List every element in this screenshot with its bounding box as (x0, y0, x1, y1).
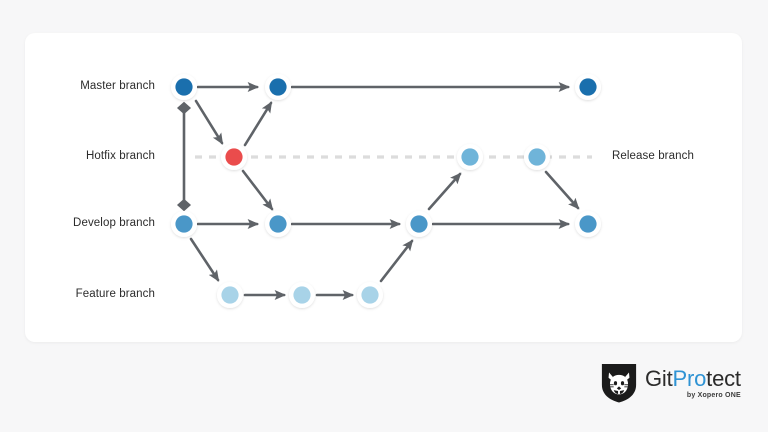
edge-d3-r1 (427, 172, 462, 211)
commit-node-release-2[interactable] (524, 144, 550, 170)
edge-f3-d3 (379, 239, 414, 283)
edge-m1-h1 (194, 99, 224, 145)
diagram-card (25, 33, 742, 342)
branch-label-hotfix: Hotfix branch (85, 150, 155, 162)
branch-label-release: Release branch (612, 150, 694, 162)
logo-tagline: by Xopero ONE (686, 391, 741, 399)
commit-node-feature-2[interactable] (289, 282, 315, 308)
commit-node-feature-1[interactable] (217, 282, 243, 308)
logo-wordmark: GitProtect (645, 365, 741, 391)
commit-node-master-3[interactable] (575, 74, 601, 100)
commit-node-master-2[interactable] (265, 74, 291, 100)
commit-node-develop-3[interactable] (406, 211, 432, 237)
logo-word-git: Git (645, 365, 673, 391)
edge-h1-d2 (241, 169, 274, 211)
node-group (171, 74, 601, 308)
commit-node-hotfix-1[interactable] (221, 144, 247, 170)
branch-label-master: Master branch (80, 80, 155, 92)
edge-group (176, 82, 580, 300)
commit-node-develop-4[interactable] (575, 211, 601, 237)
commit-node-develop-1[interactable] (171, 211, 197, 237)
logo-word-tect: tect (706, 365, 741, 391)
edge-d1-f1 (189, 237, 220, 282)
edge-h1-m2 (243, 101, 273, 147)
logo-word-pro: Pro (672, 365, 707, 391)
commit-node-develop-2[interactable] (265, 211, 291, 237)
commit-node-master-1[interactable] (171, 74, 197, 100)
commit-node-release-1[interactable] (457, 144, 483, 170)
branch-label-develop: Develop branch (73, 217, 155, 229)
branch-label-feature: Feature branch (75, 288, 155, 300)
gitprotect-logo: GitProtect by Xopero ONE (600, 360, 745, 406)
edge-r2-d4 (544, 170, 580, 210)
shield-lion-icon (601, 364, 637, 403)
commit-node-feature-3[interactable] (357, 282, 383, 308)
